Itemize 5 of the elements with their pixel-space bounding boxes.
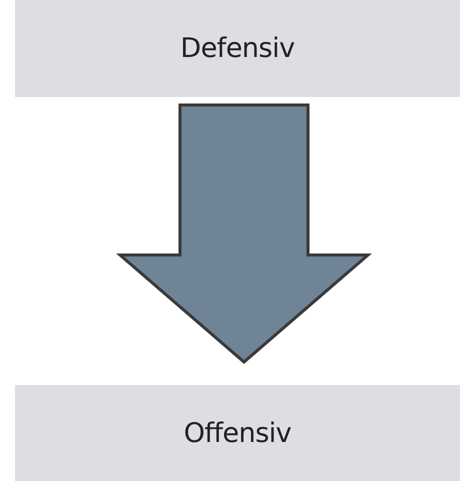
box-label: Offensiv [184, 418, 292, 449]
box-label: Defensiv [180, 33, 295, 64]
label-box [15, 0, 460, 97]
label-box [15, 385, 460, 481]
block-arrow [116, 104, 372, 364]
